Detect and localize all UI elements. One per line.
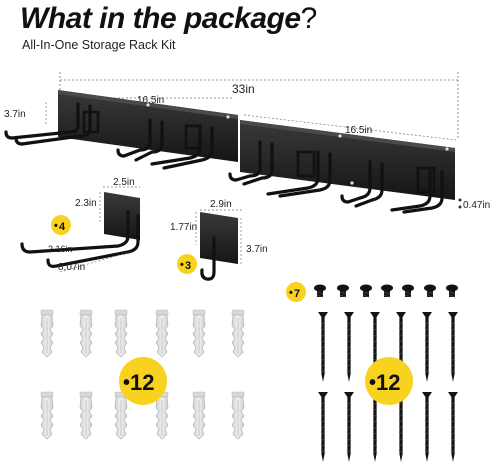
double-hook-depth-label: 8.07in bbox=[58, 262, 85, 273]
anchors-qty: 12 bbox=[130, 370, 154, 395]
short-screws-qty: 7 bbox=[294, 288, 300, 300]
svg-text:•: • bbox=[369, 372, 376, 394]
single-hook-qty: 3 bbox=[185, 260, 191, 272]
svg-text:•: • bbox=[180, 259, 184, 271]
svg-text:•: • bbox=[123, 372, 130, 394]
rail-height-label: 3.7in bbox=[4, 109, 26, 120]
single-hook-height-label: 3.7in bbox=[246, 244, 268, 255]
single-hook: 2.9in 1.77in 3.7in • 3 bbox=[170, 199, 268, 281]
double-hook-qty: 4 bbox=[59, 221, 66, 233]
double-hook-width-label: 2.5in bbox=[113, 177, 135, 188]
total-length-dimension: 33in bbox=[59, 72, 459, 140]
double-hook-height-label: 2.3in bbox=[75, 198, 97, 209]
long-screws-qty-badge bbox=[365, 357, 413, 405]
total-length-label: 33in bbox=[232, 82, 255, 96]
right-rail-length-label: 16.5in bbox=[345, 125, 372, 136]
double-hook-qty-badge bbox=[51, 215, 71, 235]
rail-thickness-label: 0.47in bbox=[463, 200, 490, 211]
double-hook: 2.5in 2.3in 2.16in 8.07in • 4 bbox=[20, 177, 140, 273]
long-screws-qty: 12 bbox=[376, 370, 400, 395]
left-rail: 16.5in 3.7in bbox=[4, 90, 238, 170]
short-screws: • 7 bbox=[286, 282, 459, 302]
single-hook-offset-label: 1.77in bbox=[170, 222, 197, 233]
right-rail: 16.5in 0.47in bbox=[228, 114, 490, 214]
svg-text:•: • bbox=[289, 287, 293, 299]
wall-anchors: • 12 bbox=[40, 309, 245, 440]
title-text: What in the package bbox=[20, 2, 301, 35]
anchors-qty-badge bbox=[119, 357, 167, 405]
single-hook-width-label: 2.9in bbox=[210, 199, 232, 210]
short-screws-qty-badge bbox=[286, 282, 306, 302]
page-title: What in the package? bbox=[20, 2, 317, 36]
single-hook-qty-badge bbox=[177, 254, 197, 274]
svg-text:•: • bbox=[54, 220, 58, 232]
long-screws: • 12 bbox=[317, 311, 459, 463]
title-mark: ? bbox=[300, 2, 318, 35]
page-subtitle: All-In-One Storage Rack Kit bbox=[22, 38, 176, 52]
left-rail-length-label: 16.5in bbox=[137, 95, 164, 106]
double-hook-spacing-label: 2.16in bbox=[48, 244, 73, 254]
